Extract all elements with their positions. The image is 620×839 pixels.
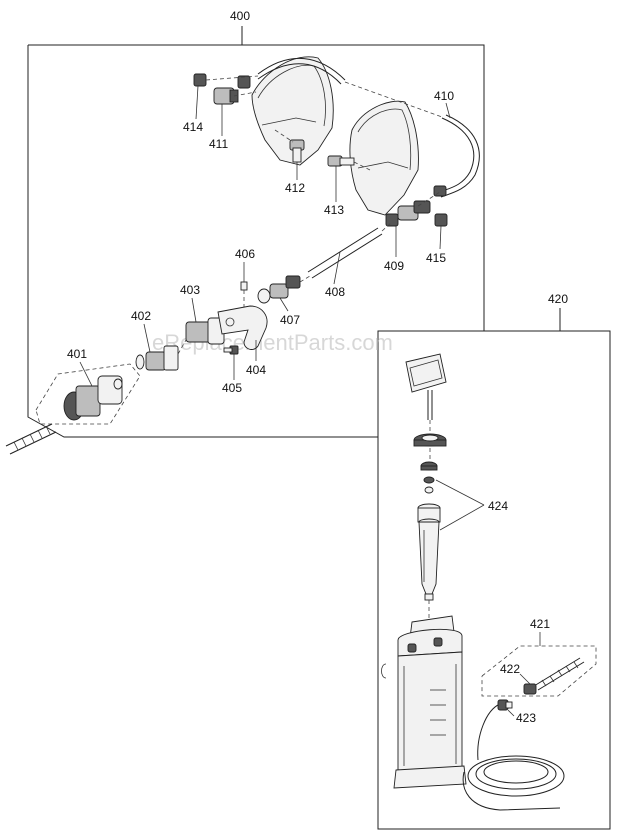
fitting-409 xyxy=(385,200,431,227)
cap-415 xyxy=(433,185,448,227)
label-409: 409 xyxy=(384,259,404,273)
label-415: 415 xyxy=(426,251,446,265)
nozzle-405 xyxy=(223,345,239,355)
screw-406 xyxy=(240,281,248,291)
pump-cap xyxy=(413,433,447,447)
label-412: 412 xyxy=(285,181,305,195)
label-424: 424 xyxy=(488,499,508,513)
label-400: 400 xyxy=(230,9,250,23)
hose-410 xyxy=(257,57,480,198)
label-423: 423 xyxy=(516,711,536,725)
label-406: 406 xyxy=(235,247,255,261)
pump-seals xyxy=(420,461,438,494)
fitting-402 xyxy=(135,345,179,371)
label-404: 404 xyxy=(246,363,266,377)
bolt-412 xyxy=(289,139,305,163)
coupling-401 xyxy=(63,375,123,421)
label-401: 401 xyxy=(67,347,87,361)
pump-cylinder xyxy=(417,503,441,601)
corrugated-hose xyxy=(5,423,57,455)
pump-handle xyxy=(405,353,447,420)
tube-408 xyxy=(307,221,393,279)
shield-left xyxy=(251,56,334,166)
label-421: 421 xyxy=(530,617,550,631)
label-411: 411 xyxy=(209,137,228,151)
label-422: 422 xyxy=(500,662,520,676)
shield-right xyxy=(349,100,419,216)
label-402: 402 xyxy=(131,309,151,323)
label-407: 407 xyxy=(280,313,300,327)
group-401-box xyxy=(35,363,141,425)
connector-407 xyxy=(257,275,301,304)
body-403 xyxy=(185,317,225,345)
assembly-420-frame xyxy=(377,308,611,830)
label-408: 408 xyxy=(325,285,345,299)
label-403: 403 xyxy=(180,283,200,297)
label-420: 420 xyxy=(548,292,568,306)
label-410: 410 xyxy=(434,89,454,103)
coiled-hose xyxy=(462,703,565,811)
fitting-423 xyxy=(497,699,513,711)
tank-body xyxy=(381,615,467,789)
label-414: 414 xyxy=(183,120,203,134)
bolt-413 xyxy=(327,155,355,167)
group-421-box xyxy=(481,632,597,697)
fitting-414 xyxy=(193,73,251,89)
label-413: 413 xyxy=(324,203,344,217)
wand-422 xyxy=(523,657,585,695)
label-405: 405 xyxy=(222,381,242,395)
clamp-404 xyxy=(217,305,268,350)
